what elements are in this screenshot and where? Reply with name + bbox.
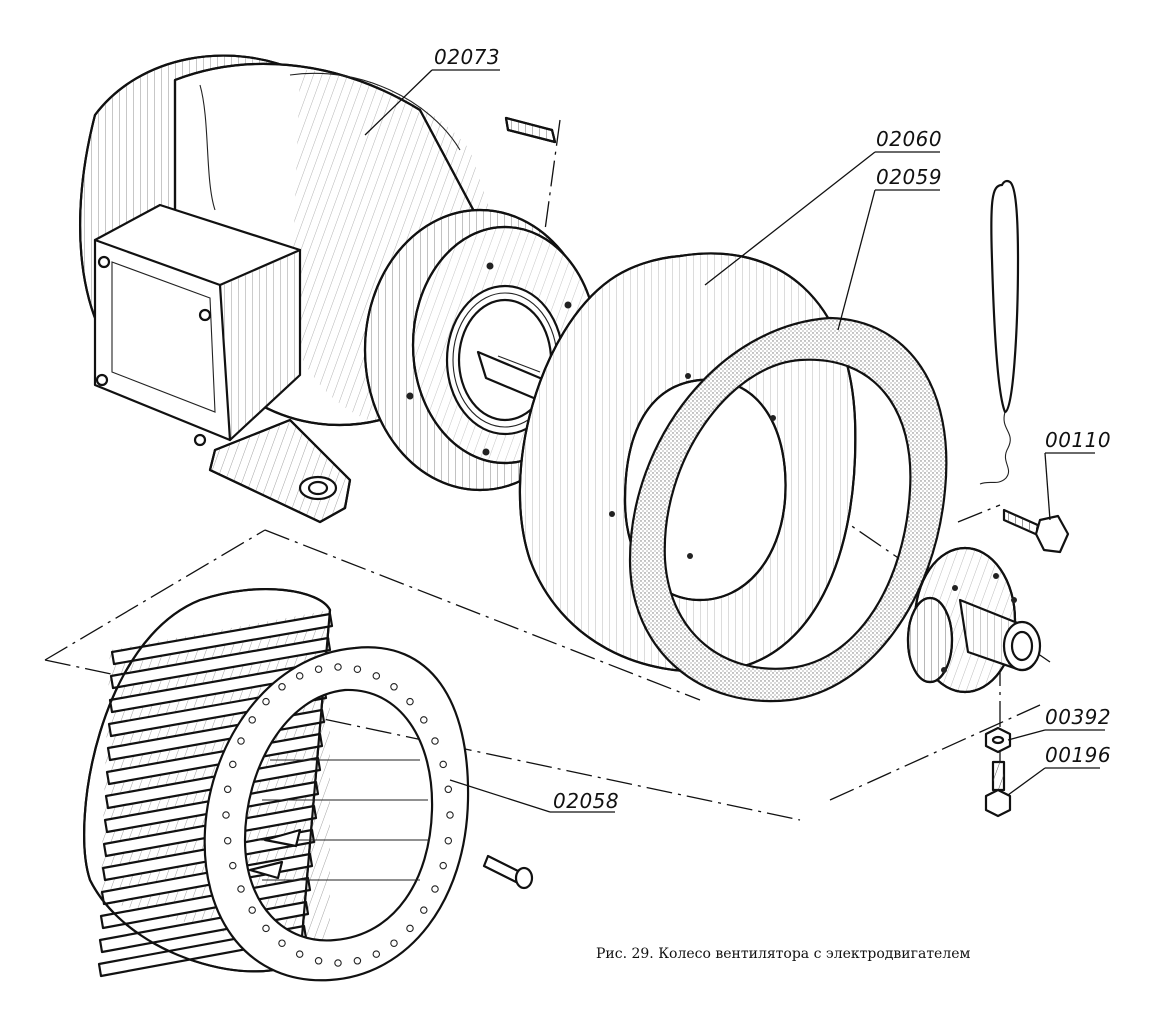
- ring-hole: [353, 665, 362, 673]
- ring-hole: [390, 939, 398, 947]
- label-motor: 02073: [434, 45, 500, 69]
- ring-holes: [222, 663, 454, 967]
- ring-hole: [262, 924, 270, 933]
- ring-hole: [278, 683, 286, 691]
- ring-hole: [390, 683, 398, 691]
- wheel-hub: [906, 546, 1042, 694]
- ring-hole: [406, 924, 414, 933]
- ring-hole: [229, 861, 237, 870]
- ring-hole: [439, 861, 447, 870]
- ring-hole: [314, 957, 323, 965]
- ring-hole: [420, 906, 428, 914]
- ring-hole: [222, 811, 230, 819]
- ring-hole: [278, 939, 286, 947]
- ring-hole: [334, 959, 342, 967]
- ring-hole: [295, 950, 304, 958]
- ring-hole: [295, 672, 304, 680]
- ring-hole: [229, 760, 237, 769]
- shaft-key: [504, 116, 557, 144]
- ring-hole: [353, 957, 362, 965]
- ring-hole: [334, 663, 342, 671]
- ring-hole: [431, 737, 439, 745]
- label-ring: 02059: [876, 165, 942, 189]
- label-fan-wheel: 02058: [553, 789, 619, 813]
- ring-hole: [248, 716, 256, 724]
- ring-hole: [372, 672, 381, 680]
- fan-blade: [109, 636, 332, 690]
- ring-hole: [223, 836, 232, 845]
- ring-hole: [314, 665, 323, 673]
- sealing-ring: [628, 316, 948, 703]
- ring-hole: [406, 697, 414, 706]
- ring-hole: [237, 885, 245, 893]
- ring-hole: [444, 836, 453, 845]
- hex-nut: [984, 726, 1012, 754]
- ring-hole: [444, 785, 453, 794]
- ring-hole: [372, 950, 381, 958]
- ring-hole: [248, 906, 256, 914]
- ring-hole: [223, 785, 232, 794]
- ring-hole: [446, 811, 454, 819]
- label-plate: 02060: [876, 127, 942, 151]
- set-screw: [984, 760, 1012, 818]
- label-bolt: 00110: [1045, 428, 1111, 452]
- bolt: [1002, 508, 1070, 554]
- fan-blade: [110, 612, 334, 666]
- label-nut: 00392: [1045, 705, 1111, 729]
- ring-hole: [420, 716, 428, 724]
- ring-hole: [262, 697, 270, 706]
- ring-hole: [431, 885, 439, 893]
- label-screw: 00196: [1045, 743, 1111, 767]
- pin: [482, 854, 534, 890]
- wire-tag: [979, 179, 1020, 485]
- leader-lines: [364, 69, 1105, 813]
- fan-wheel: [83, 587, 470, 982]
- figure-caption: Рис. 29. Колесо вентилятора с электродви…: [596, 946, 971, 962]
- ring-hole: [237, 737, 245, 745]
- ring-hole: [439, 760, 447, 769]
